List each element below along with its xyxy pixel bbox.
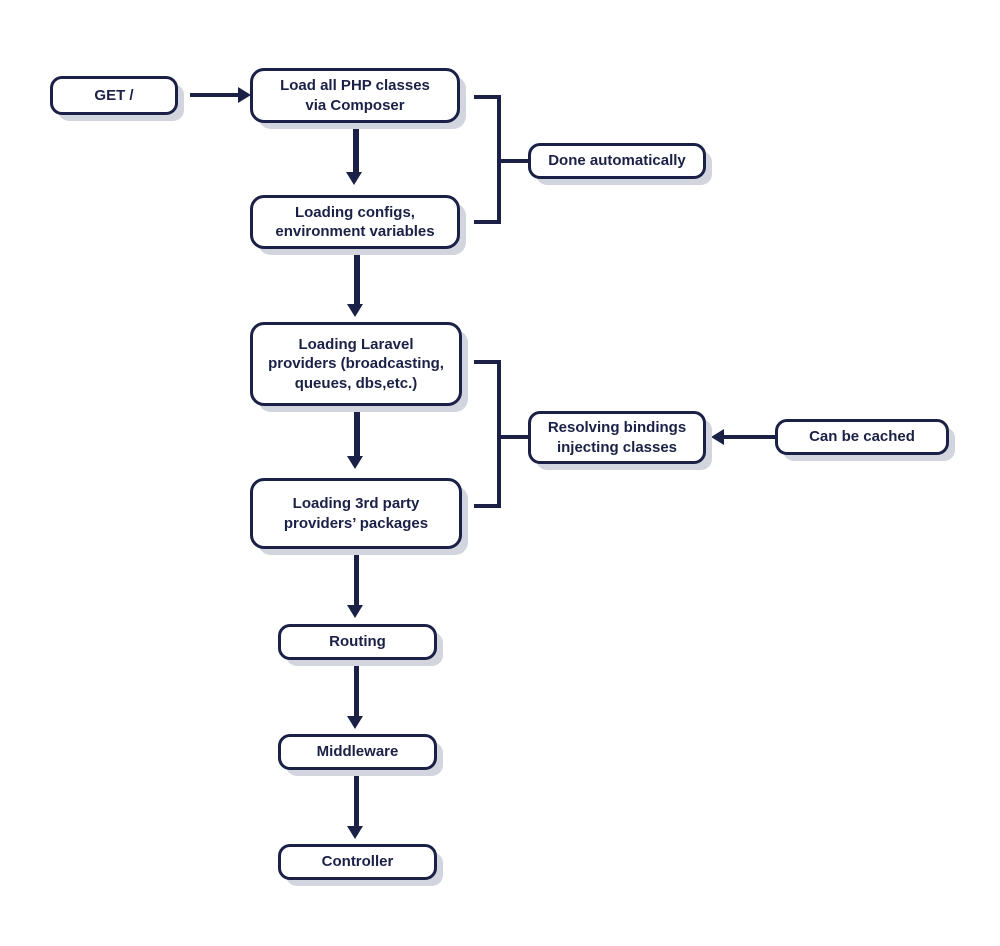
node-loading-third-party-providers[interactable]: Loading 3rd party providers’ packages [250, 478, 462, 549]
edge-thirdparty-to-routing-arrowhead [347, 605, 363, 618]
edge-thirdparty-to-routing-line [354, 552, 359, 610]
edge-load-to-configs-line [353, 126, 359, 174]
node-loading-configs[interactable]: Loading configs, environment variables [250, 195, 460, 249]
edge-routing-to-middleware-arrowhead [347, 716, 363, 729]
edge-cached-to-resolving-arrowhead [711, 429, 724, 445]
edge-configs-to-providers-line [354, 252, 360, 307]
edge-cached-to-resolving-line [722, 435, 777, 439]
annotation-can-be-cached[interactable]: Can be cached [775, 419, 949, 455]
node-middleware[interactable]: Middleware [278, 734, 437, 770]
annotation-done-automatically[interactable]: Done automatically [528, 143, 706, 179]
bracket-stub-resolving-bindings [499, 435, 529, 439]
node-loading-laravel-providers[interactable]: Loading Laravel providers (broadcasting,… [250, 322, 462, 406]
edge-configs-to-providers-arrowhead [347, 304, 363, 317]
edge-routing-to-middleware-line [354, 664, 359, 722]
edge-providers-to-thirdparty-arrowhead [347, 456, 363, 469]
annotation-resolving-bindings[interactable]: Resolving bindings injecting classes [528, 411, 706, 464]
edge-get-to-load-line [190, 93, 240, 97]
edge-get-to-load-arrowhead [238, 87, 251, 103]
edge-middleware-to-controller-arrowhead [347, 826, 363, 839]
edge-load-to-configs-arrowhead [346, 172, 362, 185]
bracket-bottom-cap-resolving-bindings [474, 504, 501, 508]
bracket-top-cap-done-automatically [474, 95, 501, 99]
edge-providers-to-thirdparty-line [354, 409, 360, 459]
bracket-top-cap-resolving-bindings [474, 360, 501, 364]
node-routing[interactable]: Routing [278, 624, 437, 660]
node-load-php-classes[interactable]: Load all PHP classes via Composer [250, 68, 460, 123]
node-controller[interactable]: Controller [278, 844, 437, 880]
bracket-spine-resolving-bindings [497, 360, 501, 508]
node-get-root[interactable]: GET / [50, 76, 178, 115]
bracket-stub-done-automatically [499, 159, 529, 163]
bracket-bottom-cap-done-automatically [474, 220, 501, 224]
edge-middleware-to-controller-line [354, 774, 359, 832]
